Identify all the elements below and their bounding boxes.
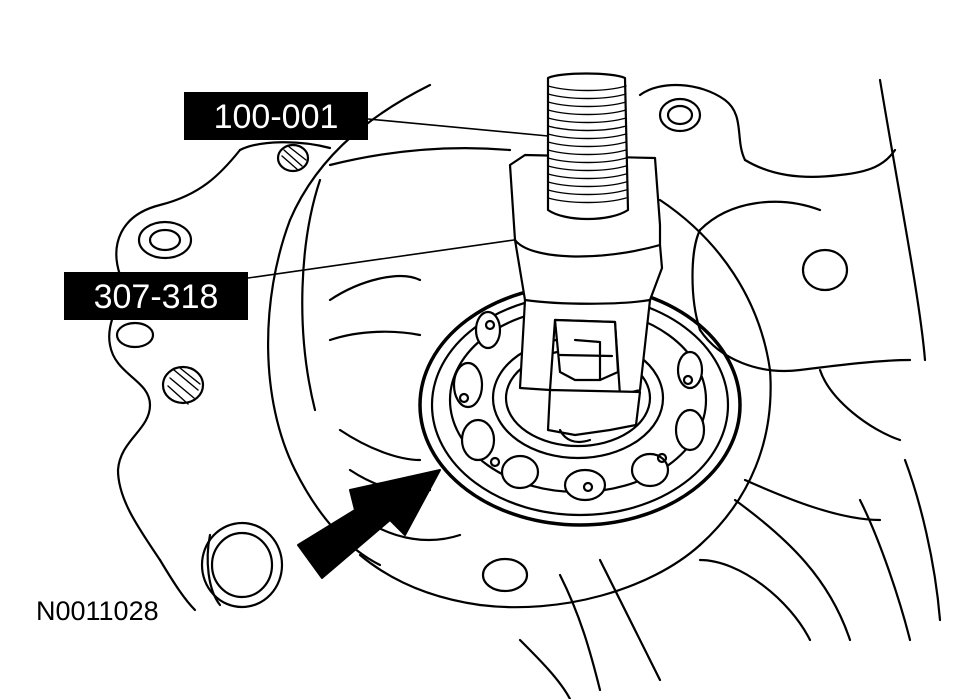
callout-100-001: 100-001 <box>184 92 368 140</box>
transmission-case <box>108 78 942 699</box>
mounting-holes <box>115 97 849 609</box>
leader-line-100-001 <box>367 118 549 137</box>
callout-307-318: 307-318 <box>64 272 248 320</box>
forcing-screw <box>546 72 630 221</box>
threaded-hole-upper <box>276 143 310 173</box>
bearing-rollers <box>452 310 706 502</box>
drain-plug <box>200 521 284 609</box>
leader-line-307-318 <box>247 239 515 279</box>
figure-id: N0011028 <box>36 596 159 626</box>
threaded-hole-lower <box>161 365 205 405</box>
callout-100-001-label: 100-001 <box>214 98 339 136</box>
screw-threads <box>547 85 627 204</box>
direction-arrow <box>297 469 441 579</box>
callout-307-318-label: 307-318 <box>94 278 219 316</box>
